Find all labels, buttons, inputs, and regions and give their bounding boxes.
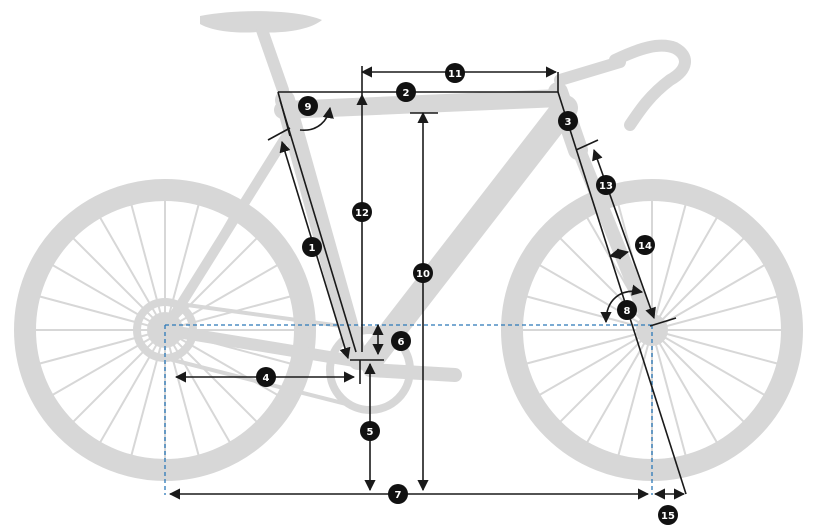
crank-arm	[363, 363, 462, 382]
spoke	[651, 237, 745, 331]
spoke	[525, 295, 653, 331]
spoke	[99, 329, 166, 444]
badge-4: 4	[256, 367, 276, 387]
badge-layer: 1 2 3 4 5 6 7 8 9 10 11 12 13 14 15	[256, 63, 678, 525]
svg-text:5: 5	[367, 427, 374, 438]
spoke	[651, 329, 687, 457]
badge-10: 10	[413, 263, 433, 283]
svg-text:4: 4	[263, 373, 270, 384]
spoke	[72, 237, 166, 331]
spoke	[651, 329, 779, 365]
svg-text:3: 3	[565, 117, 572, 128]
seat-tube-top-tick	[267, 127, 291, 141]
spoke	[617, 329, 653, 457]
spoke	[164, 329, 279, 396]
svg-text:8: 8	[624, 306, 631, 317]
head-angle-arc	[600, 284, 644, 324]
badge-13: 13	[596, 175, 616, 195]
spoke	[538, 329, 653, 396]
spoke	[164, 203, 200, 331]
top-tube	[274, 89, 569, 119]
svg-text:7: 7	[395, 490, 402, 501]
svg-text:10: 10	[416, 269, 430, 280]
spoke	[130, 203, 166, 331]
spoke	[651, 203, 687, 331]
front-axle-tick	[649, 317, 677, 327]
spoke	[130, 329, 166, 457]
seat-tube-axis	[279, 99, 357, 353]
badge-8: 8	[617, 300, 637, 320]
spoke	[525, 329, 653, 365]
spoke	[651, 329, 766, 396]
saddle	[200, 11, 322, 33]
seat-angle-arc	[299, 106, 334, 131]
spoke	[51, 264, 166, 331]
badge-14: 14	[635, 235, 655, 255]
seatpost	[256, 24, 289, 96]
top-tube-dimension	[278, 72, 559, 93]
badge-1: 1	[302, 237, 322, 257]
spoke	[164, 295, 292, 331]
badge-12: 12	[352, 202, 372, 222]
bike-silhouette	[14, 11, 803, 481]
spoke	[51, 329, 166, 396]
spoke	[586, 329, 653, 444]
spoke	[559, 329, 653, 423]
stem	[554, 56, 626, 86]
spoke	[38, 329, 166, 365]
svg-text:13: 13	[599, 181, 613, 192]
spoke	[651, 295, 779, 331]
svg-text:2: 2	[403, 88, 410, 99]
seat-stay	[160, 125, 295, 335]
badge-11: 11	[445, 63, 465, 83]
svg-text:14: 14	[638, 241, 652, 252]
badge-2: 2	[396, 82, 416, 102]
spoke	[164, 329, 231, 444]
spoke	[164, 329, 200, 457]
wheelbase-box	[164, 324, 653, 495]
svg-text:9: 9	[305, 102, 312, 113]
head-tube-bottom-tick	[575, 139, 599, 151]
down-tube	[357, 95, 578, 373]
badge-9: 9	[298, 96, 318, 116]
svg-text:15: 15	[661, 511, 675, 522]
spoke	[38, 295, 166, 331]
spoke	[164, 264, 279, 331]
svg-text:11: 11	[448, 69, 462, 80]
badge-5: 5	[360, 421, 380, 441]
handlebar	[609, 39, 691, 131]
fork-offset-dimension	[608, 248, 630, 260]
badge-3: 3	[558, 111, 578, 131]
svg-text:12: 12	[355, 208, 369, 219]
spoke	[651, 329, 718, 444]
badge-15: 15	[658, 505, 678, 525]
svg-text:6: 6	[398, 337, 405, 348]
badge-7: 7	[388, 484, 408, 504]
badge-6: 6	[391, 331, 411, 351]
spoke	[651, 329, 745, 423]
spoke	[99, 216, 166, 331]
spoke	[651, 216, 718, 331]
svg-text:1: 1	[309, 243, 316, 254]
spoke	[72, 329, 166, 423]
